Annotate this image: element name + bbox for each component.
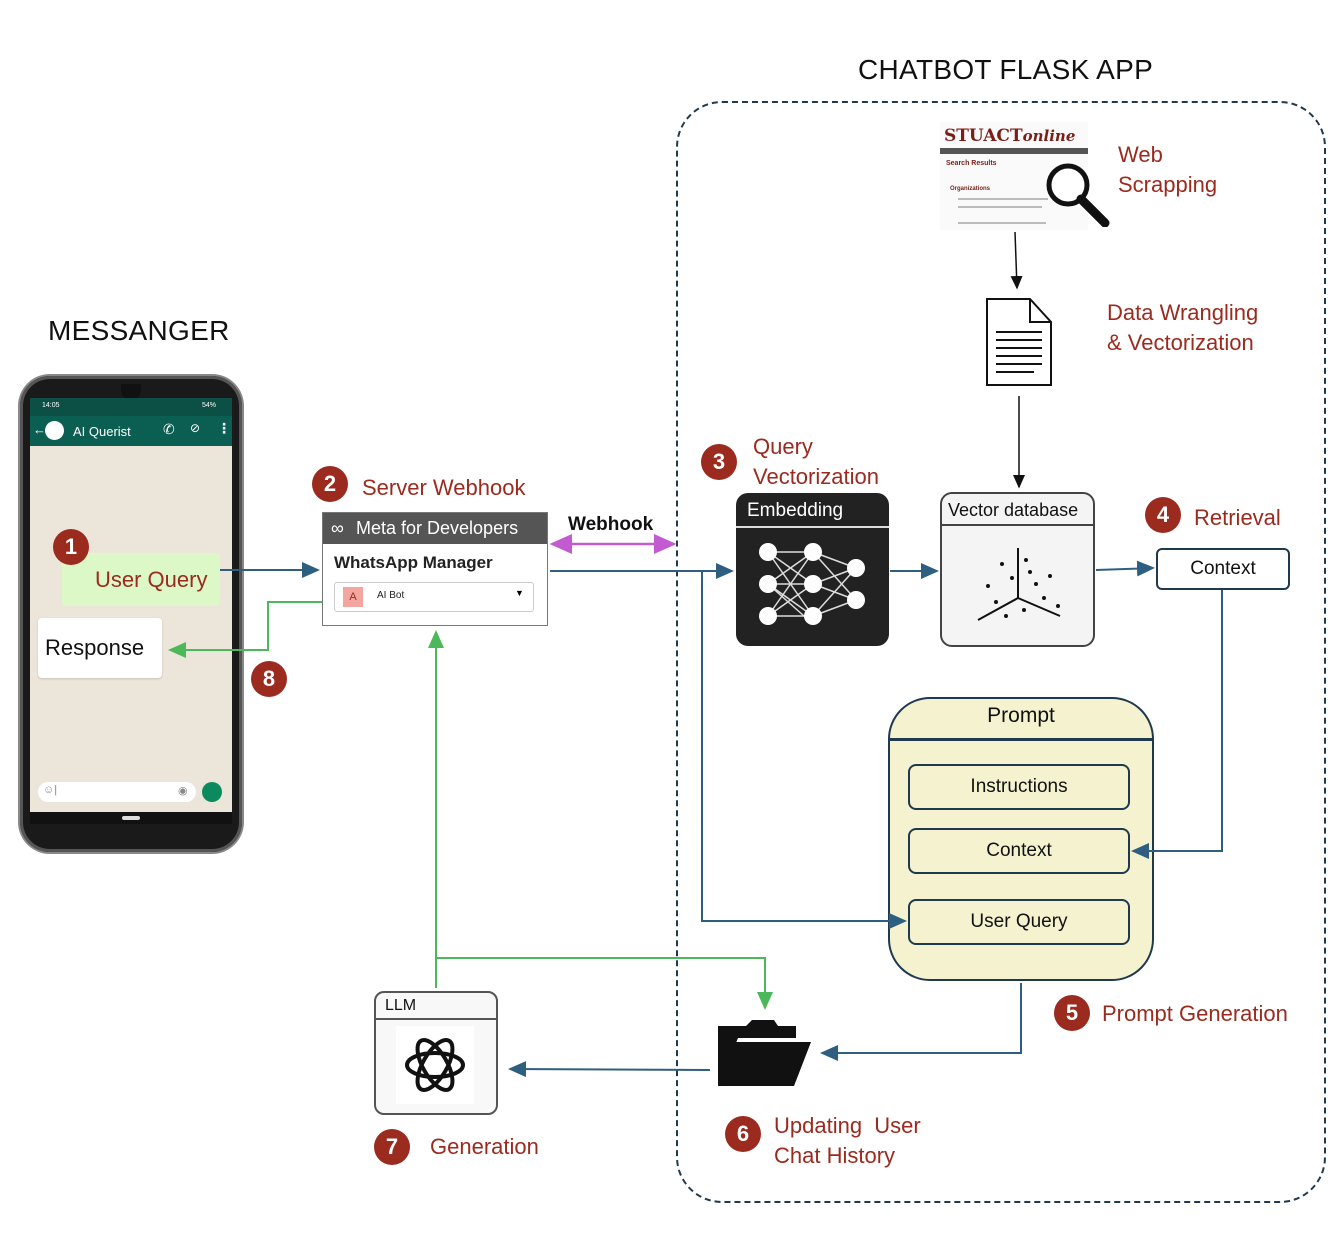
camera-icon[interactable]: ◉ [178, 785, 188, 797]
step-badge-2: 2 [312, 466, 348, 502]
organizations-heading: Organizations [950, 186, 991, 192]
bot-letter-icon: A [343, 587, 363, 607]
llm-label: LLM [385, 997, 417, 1014]
step-badge-6: 6 [725, 1116, 761, 1152]
data-wrangling-label: Data Wrangling & Vectorization [1107, 298, 1258, 358]
embedding-divider [736, 526, 889, 528]
scatter-3d-icon [977, 548, 1061, 621]
result-line [958, 198, 1048, 200]
retrieved-context-box: Context [1156, 548, 1290, 590]
web-scraping-line1: Web [1118, 142, 1163, 167]
status-battery: 54% [202, 402, 217, 409]
chevron-down-icon[interactable]: ▼ [515, 588, 524, 598]
prompt-context-box: Context [908, 828, 1130, 874]
step-badge-1: 1 [53, 529, 89, 565]
messenger-title: MESSANGER [48, 315, 230, 346]
result-line [958, 206, 1042, 208]
contact-name[interactable]: AI Querist [73, 424, 131, 439]
arrow-web-to-document [1010, 231, 1023, 290]
web-scraping-label: Web Scrapping [1118, 140, 1217, 200]
arrow-query-to-prompt [701, 571, 907, 929]
flask-app-container [676, 101, 1326, 1203]
mic-button[interactable] [202, 782, 222, 802]
prompt-title: Prompt [987, 704, 1055, 727]
status-bar: 14:05 54% [30, 398, 232, 416]
menu-dots-icon[interactable]: ⋮ [217, 420, 231, 436]
message-input[interactable]: ☺| ◉ [38, 782, 196, 802]
prompt-instructions-box: Instructions [908, 764, 1130, 810]
step-badge-7: 7 [374, 1129, 410, 1165]
step-badge-5: 5 [1054, 995, 1090, 1031]
step-badge-8: 8 [251, 661, 287, 697]
prompt-user-query-box: User Query [908, 899, 1130, 945]
site-nav-bar [940, 148, 1088, 154]
magnifier-svg [1046, 163, 1110, 228]
search-results-heading: Search Results [946, 160, 997, 167]
arrow-context-to-prompt [1131, 590, 1223, 859]
nn-nodes [759, 543, 865, 625]
flask-app-title: CHATBOT FLASK APP [858, 54, 1154, 85]
neural-network-icon [759, 543, 865, 625]
web-page-screenshot: STUACTonline Search Results Organization… [940, 122, 1088, 230]
arrow-prompt-to-history [820, 983, 1022, 1061]
step-label-updating-history: Updating User Chat History [774, 1111, 921, 1171]
folder-icon [718, 1020, 811, 1086]
site-brand: STUACTonline [944, 126, 1075, 146]
status-time: 14:05 [42, 402, 60, 409]
step-label-prompt-generation: Prompt Generation [1102, 1001, 1288, 1026]
step-label-server-webhook: Server Webhook [362, 475, 526, 500]
updating-history-line2: Chat History [774, 1143, 896, 1168]
step-label-generation: Generation [430, 1134, 539, 1159]
updating-history-line1: Updating User [774, 1113, 921, 1138]
result-line [958, 222, 1046, 224]
llm-divider [376, 1018, 496, 1020]
step-label-query-vectorization: Query Vectorization [753, 432, 879, 492]
phone-call-icon[interactable]: ✆ [163, 421, 175, 437]
magnifier-icon [1044, 161, 1110, 228]
chat-header: ← AI Querist ✆ ⊘ ⋮ [30, 416, 232, 446]
vector-db-divider [942, 524, 1093, 526]
back-arrow-icon[interactable]: ← [33, 422, 46, 437]
meta-panel-header: ∞ Meta for Developers [323, 513, 547, 544]
data-wrangling-line2: & Vectorization [1107, 330, 1254, 355]
query-vectorization-line1: Query [753, 434, 813, 459]
nav-bar [30, 812, 232, 824]
arrow-response [168, 601, 322, 658]
meta-logo-icon: ∞ [331, 518, 344, 538]
avatar[interactable] [45, 421, 64, 440]
response-bubble: Response [38, 618, 162, 678]
web-scraping-line2: Scrapping [1118, 172, 1218, 197]
query-vectorization-line2: Vectorization [753, 464, 879, 489]
arrow-history-to-llm [508, 1061, 711, 1078]
bot-selector[interactable]: A AI Bot ▼ [334, 582, 534, 612]
document-icon [986, 298, 1052, 386]
prompt-divider [888, 738, 1154, 741]
site-brand-script: online [1022, 127, 1076, 145]
step-badge-4: 4 [1145, 497, 1181, 533]
step-badge-3: 3 [701, 444, 737, 480]
user-query-bubble: User Query [62, 553, 220, 606]
meta-header-text: Meta for Developers [356, 518, 519, 538]
emoji-icon[interactable]: ☺| [43, 784, 58, 796]
openai-logo-icon [396, 1026, 474, 1104]
vector-database-label: Vector database [948, 500, 1079, 520]
home-indicator[interactable] [122, 816, 140, 820]
embedding-label: Embedding [747, 500, 844, 521]
step-label-retrieval: Retrieval [1194, 505, 1281, 530]
attach-icon[interactable]: ⊘ [190, 421, 201, 435]
phone-camera-notch [121, 384, 141, 400]
arrow-llm-to-history [436, 957, 773, 1010]
bot-selector-label: AI Bot [377, 590, 405, 601]
arrow-vectordb-to-context [1095, 560, 1155, 577]
whatsapp-manager-title: WhatsApp Manager [334, 553, 493, 572]
site-brand-main: STUACT [944, 126, 1023, 146]
scatter-points [986, 558, 1060, 618]
webhook-label: Webhook [568, 514, 654, 535]
data-wrangling-line1: Data Wrangling [1107, 300, 1259, 325]
